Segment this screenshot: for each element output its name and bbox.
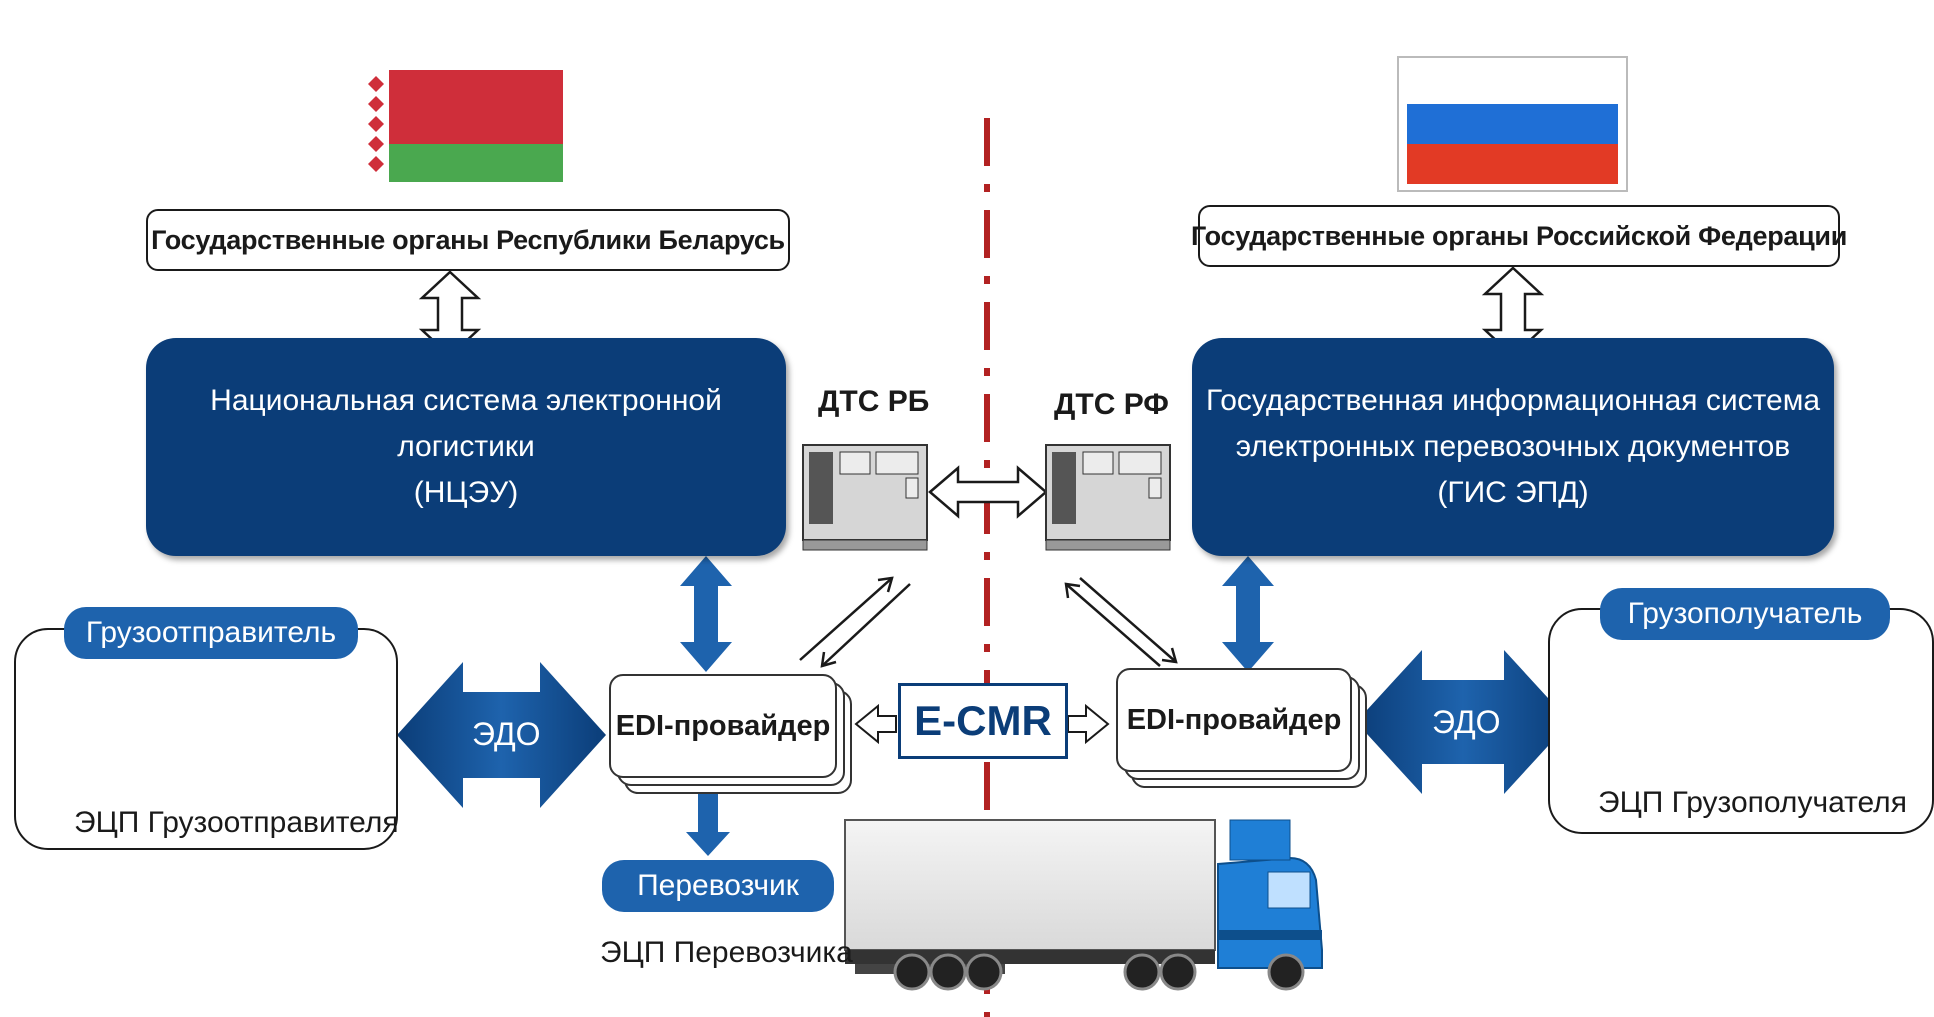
consignee-pill: Грузополучатель	[1600, 588, 1890, 640]
nceu-line-2: логистики	[397, 430, 535, 463]
edo-right-label: ЭДО	[1432, 704, 1501, 740]
edo-right-arrow	[1356, 650, 1570, 794]
gis-edi-arrow	[1222, 556, 1274, 672]
belarus-flag	[363, 70, 563, 182]
shipper-pill: Грузоотправитель	[64, 607, 358, 659]
nceu-system-box: Национальная система электронной логисти…	[146, 338, 786, 556]
nceu-line-3: (НЦЭУ)	[413, 476, 519, 509]
edi-left-label: EDI-провайдер	[615, 709, 831, 742]
consignee-signature: ЭЦП Грузополучателя	[1598, 786, 1907, 819]
shipper-signature: ЭЦП Грузоотправителя	[74, 806, 399, 839]
dts-rb-label: ДТС РБ	[818, 385, 930, 418]
nceu-edi-arrow	[680, 556, 732, 672]
edo-left-arrow	[397, 662, 606, 808]
nceu-line-1: Национальная система электронной	[210, 384, 722, 417]
edi-right-label: EDI-провайдер	[1126, 703, 1342, 736]
consignee-box	[1548, 608, 1934, 834]
dts-rf-edi-arrows	[1064, 577, 1178, 667]
edo-left-label: ЭДО	[472, 716, 541, 752]
truck-image	[844, 819, 1323, 991]
dts-rb-server-icon	[802, 444, 928, 551]
ecmr-right-arrow	[1067, 703, 1110, 745]
right-gov-box: Государственные органы Российской Федера…	[1191, 205, 1847, 267]
edi-left-card: EDI-провайдер	[609, 674, 837, 778]
left-gov-box: Государственные органы Республики Белару…	[146, 209, 790, 271]
russia-flag	[1397, 56, 1628, 192]
dts-rb-edi-arrows	[799, 576, 911, 668]
gis-epd-system-box: Государственная информационная система э…	[1192, 338, 1834, 556]
carrier-pill: Перевозчик	[602, 860, 834, 912]
ecmr-box: E-CMR	[898, 683, 1068, 759]
left-gov-label: Государственные органы Республики Белару…	[151, 224, 785, 255]
dts-rf-label: ДТС РФ	[1054, 388, 1169, 421]
gis-line-3: (ГИС ЭПД)	[1437, 476, 1589, 509]
gis-line-1: Государственная информационная система	[1205, 384, 1821, 417]
right-gov-label: Государственные органы Российской Федера…	[1191, 220, 1847, 251]
edi-right-card: EDI-провайдер	[1116, 668, 1352, 772]
dts-rf-server-icon	[1045, 444, 1171, 551]
ecmr-left-arrow	[854, 703, 897, 745]
gis-line-2: электронных перевозочных документов	[1235, 430, 1791, 463]
carrier-signature: ЭЦП Перевозчика	[600, 936, 853, 969]
